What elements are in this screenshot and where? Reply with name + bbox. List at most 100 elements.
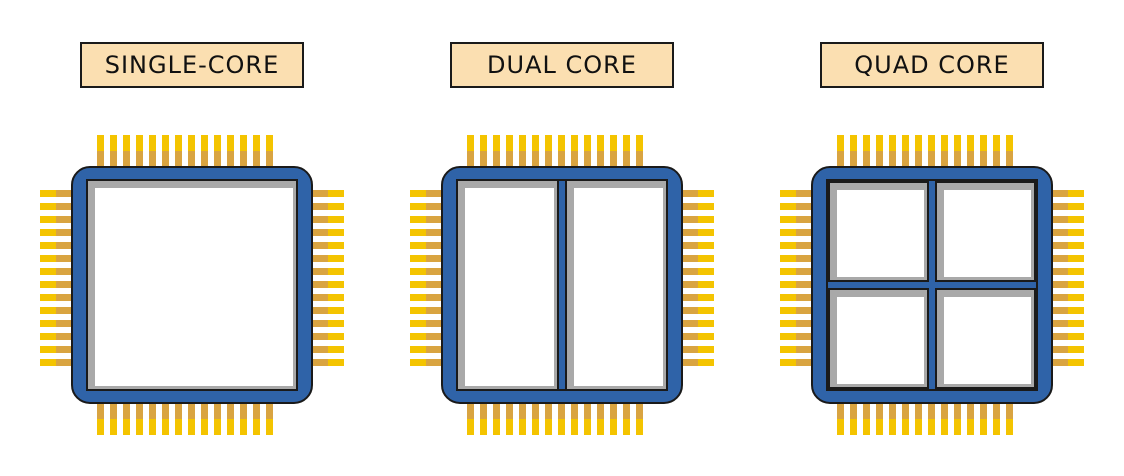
pin-base xyxy=(837,151,844,169)
pin xyxy=(1066,320,1084,327)
pin-base xyxy=(310,294,328,301)
single-core-chip xyxy=(40,135,344,435)
pin-base xyxy=(1050,359,1068,366)
pin-base xyxy=(796,203,814,210)
pin xyxy=(40,216,58,223)
pin xyxy=(623,417,630,435)
pin-base xyxy=(928,401,935,419)
pin xyxy=(1006,417,1013,435)
pin-base xyxy=(863,401,870,419)
pin-base xyxy=(558,151,565,169)
pin xyxy=(610,417,617,435)
pin-base xyxy=(915,151,922,169)
pin xyxy=(40,268,58,275)
pin-base xyxy=(97,151,104,169)
pin xyxy=(253,417,260,435)
pin-base xyxy=(876,151,883,169)
pin-base xyxy=(1050,333,1068,340)
pin-base xyxy=(310,268,328,275)
pin xyxy=(40,333,58,340)
pin xyxy=(506,417,513,435)
quad-core-label: QUAD CORE xyxy=(820,42,1044,88)
pin xyxy=(410,190,428,197)
pin xyxy=(780,281,798,288)
pin xyxy=(410,307,428,314)
pin-base xyxy=(558,401,565,419)
pin-base xyxy=(1050,320,1068,327)
pin-base xyxy=(506,151,513,169)
pin xyxy=(40,359,58,366)
pin-base xyxy=(545,401,552,419)
pin xyxy=(696,203,714,210)
pin-base xyxy=(310,359,328,366)
pin-base xyxy=(188,151,195,169)
pin-base xyxy=(1050,268,1068,275)
pin xyxy=(696,320,714,327)
pin xyxy=(1066,255,1084,262)
pin-base xyxy=(680,281,698,288)
pin-base xyxy=(680,190,698,197)
pin xyxy=(558,135,565,153)
pin-base xyxy=(597,151,604,169)
pin-base xyxy=(480,401,487,419)
pin-base xyxy=(56,229,74,236)
pin-base xyxy=(56,294,74,301)
pin-base xyxy=(426,294,444,301)
pin-base xyxy=(310,242,328,249)
pin-base xyxy=(796,333,814,340)
pin xyxy=(266,135,273,153)
pin-base xyxy=(519,401,526,419)
pin-base xyxy=(680,216,698,223)
pin-base xyxy=(136,151,143,169)
pin xyxy=(1066,346,1084,353)
pin-base xyxy=(310,190,328,197)
pin-base xyxy=(796,320,814,327)
pin-base xyxy=(837,401,844,419)
pin-base xyxy=(941,401,948,419)
single-core-label: SINGLE-CORE xyxy=(80,42,304,88)
pin-base xyxy=(1050,294,1068,301)
core xyxy=(944,297,1031,384)
pin xyxy=(1066,281,1084,288)
pin xyxy=(40,203,58,210)
pin xyxy=(780,242,798,249)
pin xyxy=(610,135,617,153)
pin-base xyxy=(426,320,444,327)
pin xyxy=(40,229,58,236)
pin-base xyxy=(967,151,974,169)
pin xyxy=(980,135,987,153)
pin xyxy=(326,268,344,275)
pin xyxy=(467,417,474,435)
pin-base xyxy=(310,203,328,210)
pin xyxy=(696,242,714,249)
pin xyxy=(696,216,714,223)
pin-base xyxy=(980,401,987,419)
pin xyxy=(954,135,961,153)
pin xyxy=(506,135,513,153)
pin-base xyxy=(954,151,961,169)
pin-base xyxy=(1050,229,1068,236)
pin-base xyxy=(227,151,234,169)
pin xyxy=(780,190,798,197)
pin-base xyxy=(426,242,444,249)
pin xyxy=(227,417,234,435)
pin-base xyxy=(796,294,814,301)
pin xyxy=(967,417,974,435)
pin xyxy=(410,320,428,327)
pin-base xyxy=(426,307,444,314)
pin xyxy=(863,135,870,153)
pin xyxy=(1066,307,1084,314)
pin-base xyxy=(1050,203,1068,210)
pin-base xyxy=(310,229,328,236)
pin xyxy=(519,417,526,435)
pin xyxy=(850,417,857,435)
pin-base xyxy=(426,203,444,210)
pin xyxy=(410,294,428,301)
pin-base xyxy=(623,151,630,169)
pin xyxy=(597,135,604,153)
pin xyxy=(410,281,428,288)
pin-base xyxy=(636,401,643,419)
pin-base xyxy=(310,320,328,327)
pin xyxy=(410,216,428,223)
pin xyxy=(1066,359,1084,366)
